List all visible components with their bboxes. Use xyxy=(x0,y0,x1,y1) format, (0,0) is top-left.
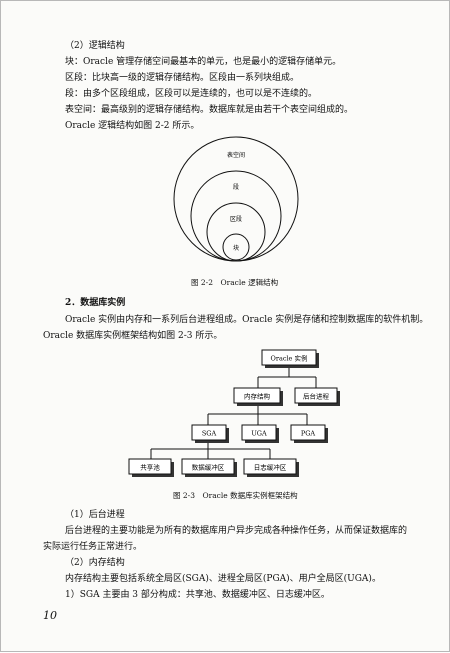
paragraph-line: Oracle 实例由内存和一系列后台进程组成。Oracle 实例是存储和控制数据… xyxy=(65,315,429,325)
node-memory-structure-label: 内存结构 xyxy=(244,392,271,401)
node-log-buffer-label: 日志缓冲区 xyxy=(254,463,287,472)
paragraph-line: Oracle 数据库实例框架结构如图 2-3 所示。 xyxy=(43,331,223,341)
node-shared-pool-label: 共享池 xyxy=(140,463,160,472)
paragraph-line: 实际运行任务正常进行。 xyxy=(43,542,143,552)
paragraph-line: 区段：比块高一级的逻辑存储结构。区段由一系列块组成。 xyxy=(65,73,300,83)
paragraph-line: 内存结构主要包括系统全局区(SGA)、进程全局区(PGA)、用户全局区(UGA)… xyxy=(65,574,381,584)
node-uga-label: UGA xyxy=(251,430,267,438)
node-uga: UGA xyxy=(241,424,279,443)
node-pga: PGA xyxy=(290,424,328,443)
node-sga: SGA xyxy=(191,424,229,443)
paragraph-line: 段：由多个区段组成，区段可以是连续的，也可以是不连续的。 xyxy=(65,89,318,99)
paragraph-line: （2）内存结构 xyxy=(65,558,125,568)
block-circle xyxy=(222,233,250,261)
node-background-process-label: 后台进程 xyxy=(303,392,330,401)
figure-2-3-caption: 图 2-3 Oracle 数据库实例框架结构 xyxy=(173,491,298,500)
node-oracle-instance: Oracle 实例 xyxy=(261,349,319,368)
node-memory-structure: 内存结构 xyxy=(233,387,283,406)
extent-circle xyxy=(206,202,266,262)
database-instance-heading: 2．数据库实例 xyxy=(65,298,126,308)
paragraph-line: 后台进程的主要功能是为所有的数据库用户异步完成各种操作任务，从而保证数据库的 xyxy=(65,526,408,536)
page-number: 10 xyxy=(43,609,57,622)
extent-label: 区段 xyxy=(230,215,242,223)
node-pga-label: PGA xyxy=(301,430,316,438)
node-data-buffer-label: 数据缓冲区 xyxy=(192,463,225,472)
block-label: 块 xyxy=(233,244,239,252)
instance-tree-connectors xyxy=(150,367,317,459)
node-log-buffer: 日志缓冲区 xyxy=(243,458,299,477)
paragraph-line: （1）后台进程 xyxy=(65,510,125,520)
paragraph-line: Oracle 逻辑结构如图 2-2 所示。 xyxy=(65,121,200,131)
figure-2-2-caption: 图 2-2 Oracle 逻辑结构 xyxy=(191,278,279,287)
segment-label: 段 xyxy=(233,183,239,191)
paragraph-line: 1）SGA 主要由 3 部分构成：共享池、数据缓冲区、日志缓冲区。 xyxy=(65,590,330,600)
tablespace-label: 表空间 xyxy=(227,151,245,159)
node-background-process: 后台进程 xyxy=(294,387,340,406)
node-oracle-instance-label: Oracle 实例 xyxy=(271,354,308,363)
node-sga-label: SGA xyxy=(202,430,217,438)
node-data-buffer: 数据缓冲区 xyxy=(181,458,237,477)
node-shared-pool: 共享池 xyxy=(128,458,174,477)
paragraph-line: 块：Oracle 管理存储空间最基本的单元，也是最小的逻辑存储单元。 xyxy=(65,57,342,67)
logical-structure-heading: （2）逻辑结构 xyxy=(65,41,125,51)
paragraph-line: 表空间：最高级别的逻辑存储结构。数据库就是由若干个表空间组成的。 xyxy=(65,105,354,115)
